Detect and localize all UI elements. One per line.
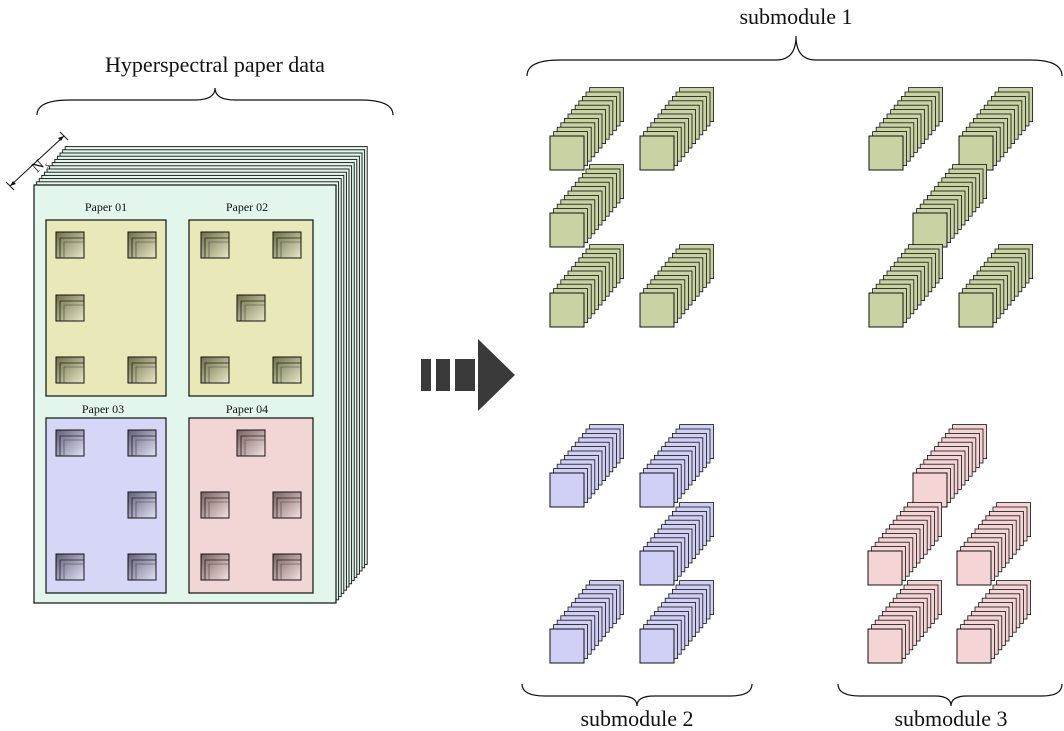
data-cube (639, 424, 714, 508)
data-cube (549, 244, 624, 328)
paper-patch (127, 356, 157, 384)
paper-patch (55, 356, 85, 384)
paper-01-label: Paper 01 (85, 200, 127, 214)
paper-patch (55, 553, 85, 581)
transform-arrow (421, 339, 515, 411)
data-cube (912, 164, 987, 248)
title-brace (36, 87, 394, 116)
data-cube (867, 580, 942, 664)
paper-patch (200, 356, 230, 384)
data-cube (639, 502, 714, 586)
data-cube (867, 502, 942, 586)
paper-patch (127, 429, 157, 457)
paper-patch (236, 429, 266, 457)
submodule-2-brace (521, 683, 753, 707)
paper-patch (272, 356, 302, 384)
paper-patch (55, 429, 85, 457)
paper-patch (127, 491, 157, 519)
submodule-3-brace (837, 683, 1063, 707)
paper-patch (55, 231, 85, 259)
data-cube (958, 87, 1033, 171)
data-cube (549, 164, 624, 248)
paper-patches (55, 231, 302, 581)
submodule-cubes (549, 87, 1033, 664)
paper-02-label: Paper 02 (226, 200, 268, 214)
ns-subscript: s (43, 161, 51, 170)
paper-patch (200, 553, 230, 581)
paper-patch (127, 553, 157, 581)
paper-patch (272, 553, 302, 581)
data-cube (549, 424, 624, 508)
data-cube (639, 244, 714, 328)
data-cube (549, 580, 624, 664)
submodule-1-brace (526, 35, 1063, 77)
submodule-2-label: submodule 2 (580, 706, 693, 731)
paper-03-label: Paper 03 (82, 402, 124, 416)
paper-patch (236, 294, 266, 322)
data-cube (956, 502, 1031, 586)
data-cube (639, 87, 714, 171)
submodule-3-label: submodule 3 (894, 706, 1007, 731)
submodule-1-label: submodule 1 (739, 4, 852, 29)
data-cube (868, 87, 943, 171)
paper-patch (127, 231, 157, 259)
paper-patch (55, 294, 85, 322)
paper-04-label: Paper 04 (226, 402, 268, 416)
data-cube (912, 424, 987, 508)
data-cube (639, 580, 714, 664)
data-cube (958, 244, 1033, 328)
data-title: Hyperspectral paper data (105, 52, 325, 77)
paper-patch (200, 231, 230, 259)
data-cube (549, 87, 624, 171)
data-cube (868, 244, 943, 328)
data-cube (956, 580, 1031, 664)
paper-patch (272, 491, 302, 519)
paper-patch (272, 231, 302, 259)
paper-patch (200, 491, 230, 519)
